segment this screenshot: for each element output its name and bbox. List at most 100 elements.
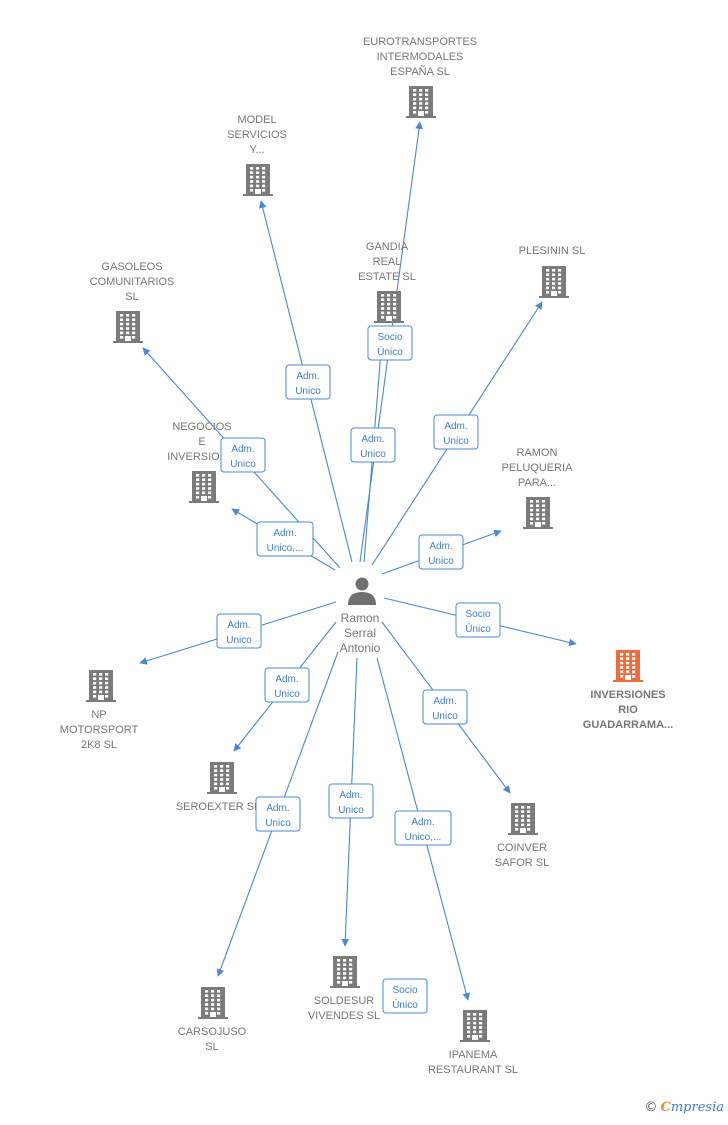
edge-label-model-servicios[interactable]: Adm.Unico [285, 364, 331, 400]
company-label-line: SL [205, 1041, 218, 1053]
company-label-np-motorsport[interactable]: NP MOTORSPORT 2K8 SL [60, 709, 139, 751]
company-label-line: SL [125, 291, 138, 303]
edge-label-np-motorsport[interactable]: Adm. Unico [216, 613, 262, 649]
edge-label-box [264, 667, 310, 703]
edge-label-text: Adm. [444, 421, 467, 432]
edge-label-text: Único [392, 998, 418, 1011]
company-label-line: REAL [373, 256, 402, 268]
brand-first-letter: C [660, 1100, 671, 1115]
company-label-line: INVERSIONES [590, 689, 665, 701]
company-label-eurotransportes[interactable]: EUROTRANSPORTES INTERMODALES ESPAÑA SL [363, 36, 477, 78]
edge-label-negocios[interactable]: Adm. Unico,... [256, 521, 314, 557]
building-icon[interactable] [207, 762, 237, 794]
edge-label-text: Unico [338, 805, 364, 816]
company-label-line: SOLDESUR [314, 995, 375, 1007]
edge-label-soldesur[interactable]: Adm. Unico [328, 783, 374, 819]
edge-label-box [256, 521, 314, 557]
building-icon[interactable] [330, 956, 360, 988]
edge-label-coinver[interactable]: Adm.Unico [422, 689, 468, 725]
edge-label-text: Unico,... [405, 832, 442, 843]
edge-label-text: Unico,... [267, 543, 304, 554]
company-label-line: NP [91, 709, 106, 721]
company-label-line: RIO [618, 704, 638, 716]
edge-label-seroexter[interactable]: Adm.Unico [264, 667, 310, 703]
edge-label-box [216, 613, 262, 649]
edge-label-box [285, 364, 331, 400]
company-label-line: GUADARRAMA... [583, 719, 673, 731]
company-label-line: RESTAURANT SL [428, 1064, 518, 1076]
edge-label-text: Unico [295, 386, 321, 397]
edge-label-text: Unico [274, 689, 300, 700]
company-label-line: GASOLEOS [101, 261, 162, 273]
building-icon[interactable] [86, 670, 116, 702]
empresia-logo[interactable]: ©Cmpresia [645, 1100, 725, 1115]
company-label-plesinin[interactable]: PLESININ SL [519, 245, 586, 257]
edge-label-box [328, 783, 374, 819]
company-label-line: ESPAÑA SL [390, 65, 450, 78]
edge-label-box [350, 427, 396, 463]
building-icon[interactable] [374, 291, 404, 323]
edge-label-box [455, 602, 501, 638]
person-label-line: Ramon [341, 611, 380, 625]
edge-label-gasoleos[interactable]: Adm.Unico [220, 437, 266, 473]
edge-label-text: Adm. [273, 528, 296, 539]
edge-label-text: Adm. [266, 803, 289, 814]
company-label-line: PARA... [518, 477, 556, 489]
building-icon[interactable] [523, 497, 553, 529]
company-label-inversiones-rio[interactable]: INVERSIONES RIO GUADARRAMA... [583, 689, 673, 731]
edge-label-text: Unico [265, 818, 291, 829]
building-icon[interactable] [508, 803, 538, 835]
person-label-line: Serral [344, 626, 376, 640]
edge-label-gandia-real[interactable]: Adm.Unico [350, 427, 396, 463]
edge-label-text: Adm. [227, 620, 250, 631]
building-icon[interactable] [243, 164, 273, 196]
edge-label-text: Unico [432, 711, 458, 722]
edge-label-text: Unico [428, 556, 454, 567]
company-label-line: INTERMODALES [377, 51, 464, 63]
company-label-line: SEROEXTER SL [176, 801, 260, 813]
company-label-line: 2K8 SL [81, 739, 117, 751]
person-icon[interactable] [348, 577, 376, 606]
building-icon[interactable] [113, 311, 143, 343]
building-icon[interactable] [539, 266, 569, 298]
edge-label-box [433, 414, 479, 450]
company-label-line: MOTORSPORT [60, 724, 139, 736]
company-label-seroexter[interactable]: SEROEXTER SL [176, 801, 260, 813]
edge-label-text: Adm. [339, 790, 362, 801]
edge-label-ipanema[interactable]: Adm. Unico,... [394, 810, 452, 846]
edge-label-text: Único [465, 622, 491, 635]
edge-label-text: Unico [360, 449, 386, 460]
company-label-line: EUROTRANSPORTES [363, 36, 477, 48]
building-icon[interactable] [613, 650, 643, 682]
building-icon[interactable] [189, 471, 219, 503]
company-label-line: MODEL [237, 114, 276, 126]
edge-label-text: Unico [226, 635, 252, 646]
company-label-line: PLESININ SL [519, 245, 586, 257]
building-icon[interactable] [460, 1010, 490, 1042]
company-label-line: NEGOCIOS [172, 421, 231, 433]
company-label-line: Y... [249, 144, 264, 156]
edge-label-carsojuso[interactable]: Adm. Unico [255, 796, 301, 832]
company-label-line: GANDIA [366, 241, 409, 253]
edge-label-box [418, 534, 464, 570]
edge-label-text: Adm. [411, 817, 434, 828]
building-icon[interactable] [198, 987, 228, 1019]
edge-label-box [422, 689, 468, 725]
building-icon[interactable] [406, 86, 436, 118]
edge-label-plesinin[interactable]: Adm.Unico [433, 414, 479, 450]
edge-label-ramon-peluqueria[interactable]: Adm.Unico [418, 534, 464, 570]
